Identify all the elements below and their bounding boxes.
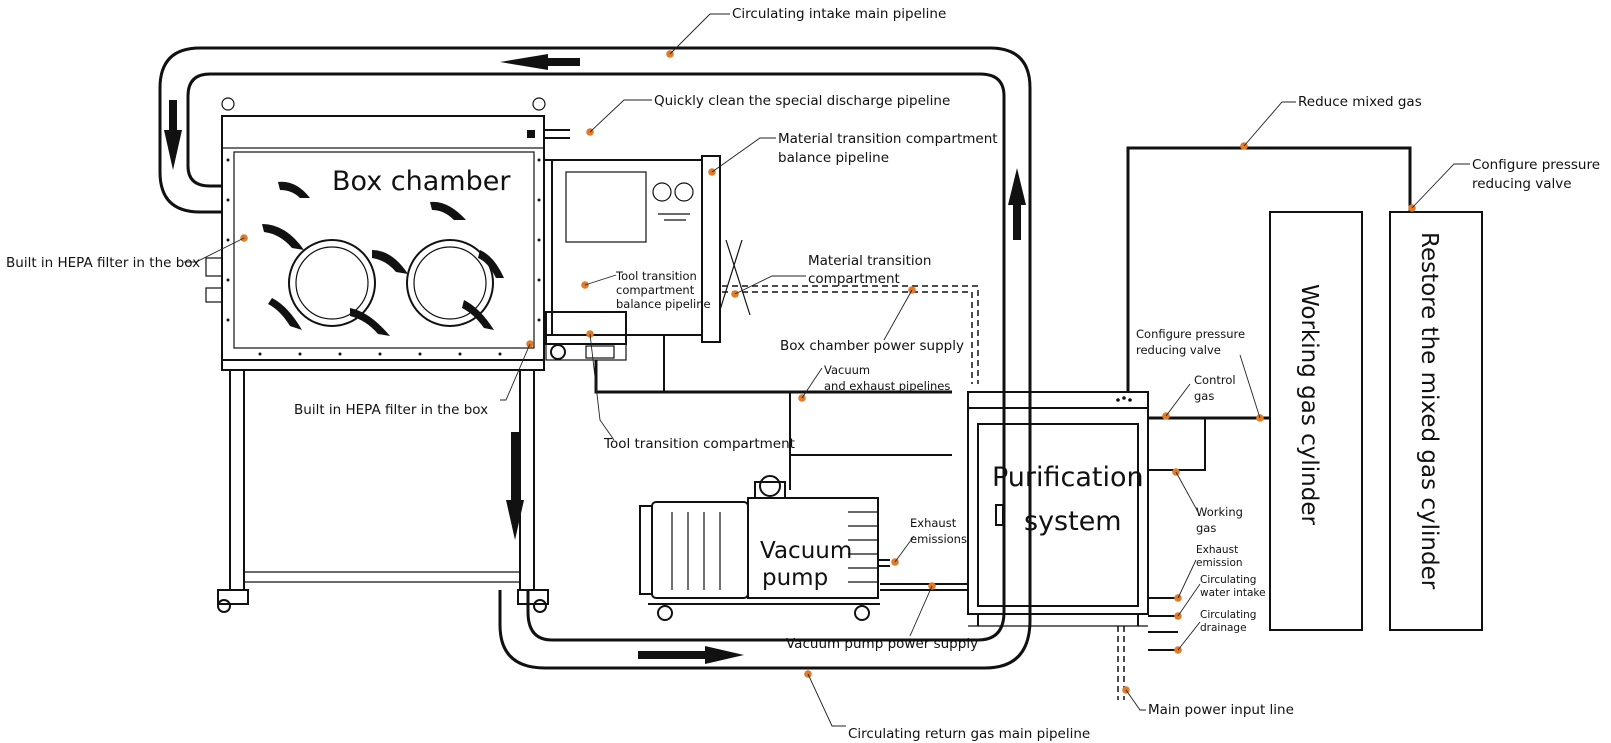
label-purification-2: system (1024, 506, 1122, 537)
arrow-down-icon (506, 432, 524, 540)
label-circ-water-2: water intake (1200, 587, 1266, 599)
label-vacuum-exhaust-1: Vacuum (824, 363, 870, 377)
vacuum-exhaust-pipelines (594, 335, 952, 490)
restore-mixed-gas-cylinder (1389, 211, 1483, 631)
label-exhaust-emissions-2: emissions (910, 532, 967, 546)
label-circ-drainage-1: Circulating (1200, 609, 1256, 621)
box-chamber-power-line (722, 285, 979, 384)
label-config-valve-top-1: Configure pressure (1472, 157, 1600, 173)
box-chamber-unit (205, 97, 549, 613)
label-main-power: Main power input line (1148, 702, 1294, 718)
label-exhaust-emission-2: emission (1196, 557, 1243, 569)
label-working-gas-cylinder: Working gas cylinder (1296, 284, 1322, 525)
label-config-valve-mid-1: Configure pressure (1136, 327, 1245, 341)
label-exhaust-emission-1: Exhaust (1196, 544, 1238, 556)
label-tool-balance-1: Tool transition (615, 269, 697, 283)
label-pump-power: Vacuum pump power supply (786, 636, 978, 652)
glove-port-left (288, 239, 376, 327)
vacuum-pump-unit (639, 475, 968, 621)
glove-port-right (406, 239, 494, 327)
label-material-balance-2: balance pipeline (778, 150, 889, 166)
arrow-up-icon (1008, 168, 1026, 240)
gas-flow-swirl-icons (262, 181, 504, 336)
gas-supply-lines (1117, 146, 1412, 700)
label-vacuum-pump-1: Vacuum (760, 538, 852, 564)
label-material-compartment-2: compartment (808, 271, 900, 287)
tool-transition-compartment (545, 311, 627, 361)
label-tool-balance-2: compartment (616, 283, 695, 297)
label-circ-water-1: Circulating (1200, 574, 1256, 586)
label-circulating-intake: Circulating intake main pipeline (732, 6, 946, 22)
label-hepa-bottom: Built in HEPA filter in the box (294, 402, 488, 418)
label-config-valve-mid-2: reducing valve (1136, 343, 1221, 357)
leader-lines (184, 13, 1470, 727)
label-box-chamber: Box chamber (332, 166, 511, 197)
label-tool-compartment: Tool transition compartment (603, 436, 795, 452)
label-circulating-return: Circulating return gas main pipeline (848, 726, 1090, 742)
material-transition-compartment (544, 155, 751, 343)
label-exhaust-emissions-1: Exhaust (910, 516, 957, 530)
arrow-down-icon (164, 100, 182, 170)
label-quick-clean: Quickly clean the special discharge pipe… (654, 93, 950, 109)
label-control-gas-2: gas (1194, 389, 1214, 403)
label-working-gas-1: Working (1196, 505, 1243, 519)
label-vacuum-pump-2: pump (762, 565, 828, 591)
label-material-compartment-1: Material transition (808, 253, 931, 269)
label-tool-balance-3: balance pipeline (616, 297, 711, 311)
label-control-gas-1: Control (1194, 373, 1236, 387)
quick-clean-discharge-stub (544, 129, 570, 139)
label-vacuum-exhaust-2: and exhaust pipelines (824, 379, 950, 393)
label-config-valve-top-2: reducing valve (1472, 176, 1572, 192)
label-purification-1: Purification (992, 462, 1144, 493)
arrow-left-icon (500, 54, 580, 70)
label-material-balance-1: Material transition compartment (778, 131, 998, 147)
label-restore-mixed-cylinder: Restore the mixed gas cylinder (1416, 232, 1442, 590)
arrow-right-icon (638, 646, 744, 664)
label-box-power: Box chamber power supply (780, 338, 964, 354)
label-reduce-mixed-gas: Reduce mixed gas (1298, 94, 1422, 110)
labels: Circulating intake main pipeline Quickly… (6, 6, 1600, 742)
circulating-loop-pipe (158, 46, 1032, 670)
label-circ-drainage-2: drainage (1200, 622, 1247, 634)
label-working-gas-2: gas (1196, 521, 1216, 535)
label-hepa-left: Built in HEPA filter in the box (6, 255, 200, 271)
working-gas-cylinder (1269, 211, 1363, 631)
